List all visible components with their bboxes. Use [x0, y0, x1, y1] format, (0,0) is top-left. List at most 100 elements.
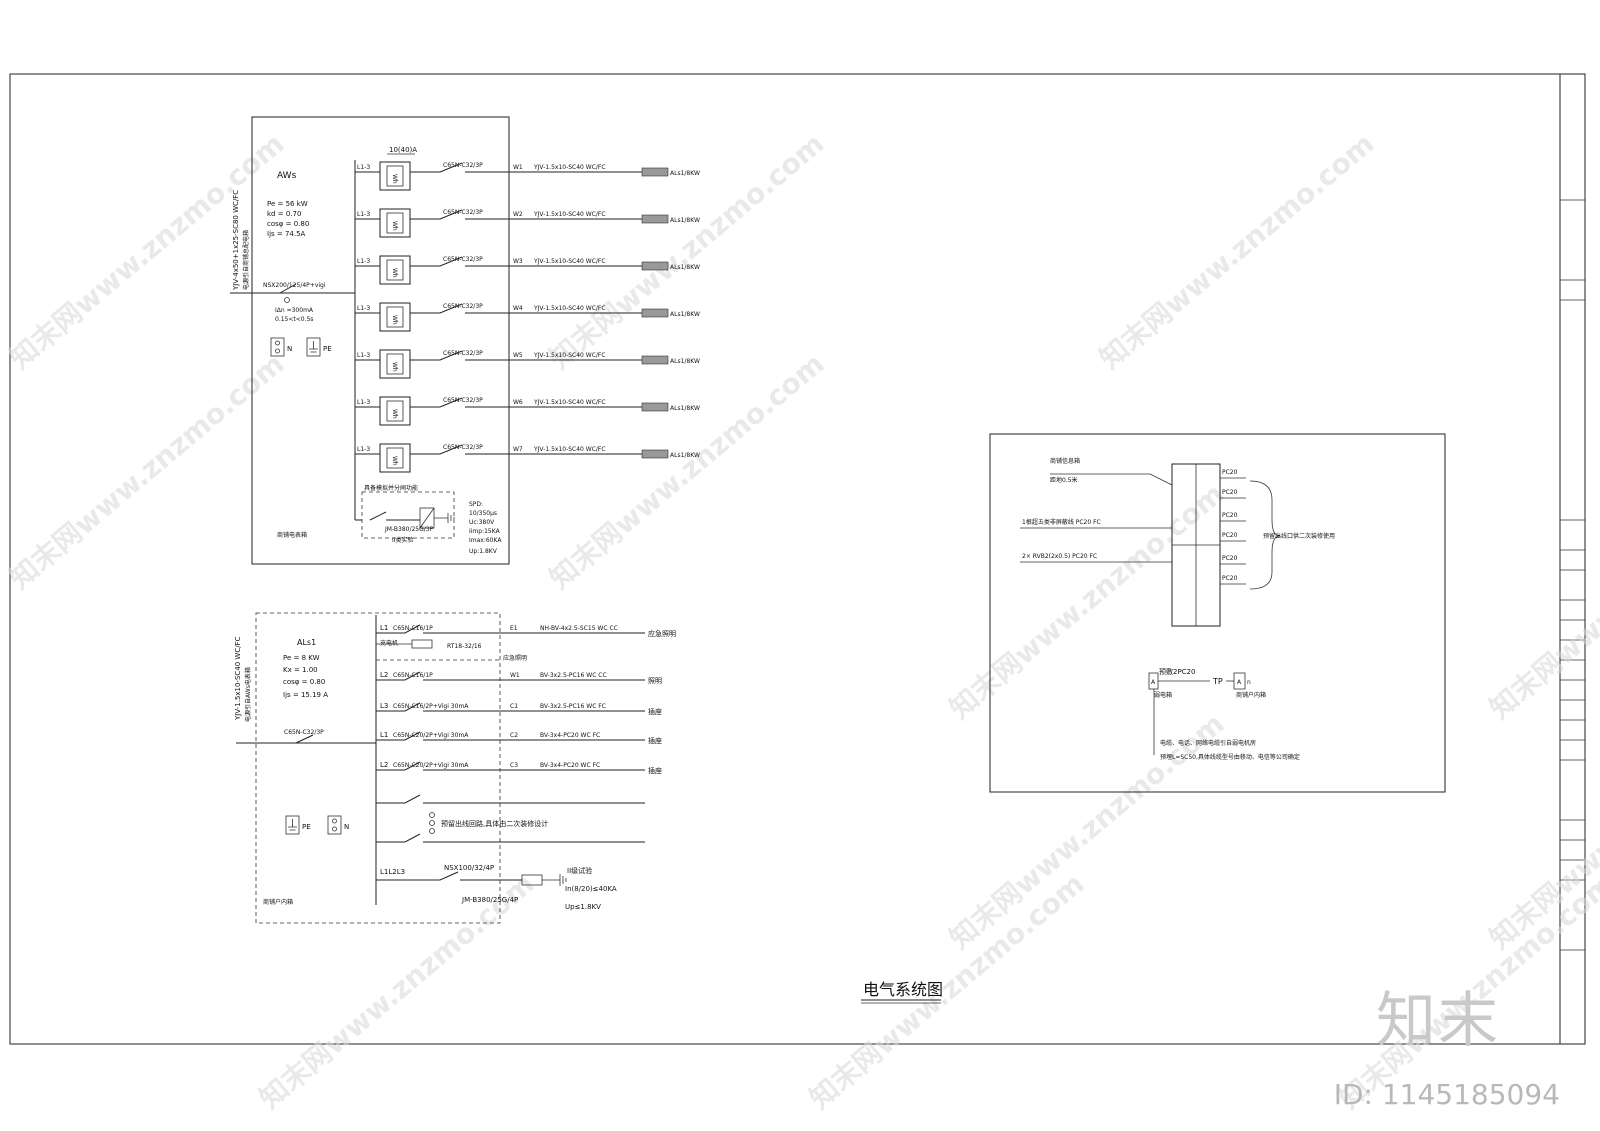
als1-circuit-id: C1	[510, 703, 518, 710]
aws-breaker: C65N-C32/3P	[443, 444, 483, 451]
panel-aws-param: Ijs = 74.5A	[267, 230, 306, 238]
aws-load-block	[641, 214, 669, 224]
brand-logo: 知末	[1376, 986, 1500, 1056]
aws-load-block	[641, 449, 669, 459]
als1-circuit-load: 照明	[648, 677, 662, 685]
aws-meter-label: Wh	[391, 221, 398, 231]
info-tag-right-text: A	[1237, 679, 1242, 686]
aws-circuit-phase: L1-3	[357, 352, 370, 359]
aws-kwh-meter	[379, 443, 411, 473]
aws-load-block	[641, 261, 669, 271]
als1-circuit-phase: L3	[380, 702, 388, 710]
als1-reserve-note: 预留出线回路,具体由二次装修设计	[441, 819, 548, 828]
aws-kwh-meter-inner	[386, 259, 404, 281]
aws-spd-spec: Up:1.8KV	[469, 548, 498, 555]
info-pc-label: PC20	[1222, 575, 1238, 582]
info-brace	[1249, 480, 1281, 590]
aws-spd-box	[361, 491, 455, 539]
info-left-caption: 弱电箱	[1154, 691, 1172, 699]
info-n-label: n	[1247, 679, 1251, 686]
image-id: ID: 1145185094	[1333, 1078, 1560, 1111]
als1-spd-breaker-symbol	[376, 871, 522, 881]
als1-circuit-cable: BV-3x2.5-PC16 WC CC	[540, 672, 607, 679]
panel-als1-param: cosφ = 0.80	[283, 678, 325, 686]
aws-circuit-id: W5	[513, 352, 523, 359]
aws-kwh-meter-inner	[386, 353, 404, 375]
watermark-text: 知末网www.znzmo.com	[943, 477, 1230, 725]
aws-n-label: N	[287, 345, 292, 353]
aws-kwh-meter-inner	[386, 212, 404, 234]
als1-breaker-symbol	[376, 731, 645, 741]
aws-kwh-meter	[379, 349, 411, 379]
als1-breaker-symbol	[376, 761, 645, 771]
info-note: 预埋L=SC50,具体线缆型号由移动、电信等公司确定	[1160, 753, 1300, 761]
als1-circuit-cable: BV-3x4-PC20 WC FC	[540, 732, 600, 739]
aws-pe-symbol	[309, 341, 318, 353]
info-note: 电缆、电话、网络电缆引自弱电机房	[1160, 739, 1256, 747]
als1-pe-label: PE	[302, 823, 311, 831]
aws-spd-class: II类实验	[392, 536, 414, 544]
aws-breaker-symbol	[410, 444, 645, 455]
watermark-text: 知末网www.znzmo.com	[803, 867, 1090, 1115]
watermark-text: 知末网www.znzmo.com	[253, 867, 540, 1115]
aws-meter-label: Wh	[391, 174, 398, 184]
aws-circuit-id: W4	[513, 305, 523, 312]
panel-als1-box	[255, 612, 501, 924]
aws-n-terminal	[270, 337, 285, 357]
info-tp: TP	[1212, 677, 1223, 686]
aws-kwh-meter	[379, 208, 411, 238]
watermark-text: 知末网www.znzmo.com	[1093, 127, 1380, 375]
panel-aws: AWs Pe = 56 kW kd = 0.70 cosφ = 0.80 Ijs…	[230, 116, 700, 565]
aws-circuit-phase: L1-3	[357, 258, 370, 265]
aws-kwh-meter-inner	[386, 306, 404, 328]
aws-circuit-phase: L1-3	[357, 446, 370, 453]
aws-load-block	[641, 402, 669, 412]
aws-meter-label: Wh	[391, 268, 398, 278]
panel-aws-name: AWs	[277, 171, 297, 181]
info-tag-right	[1233, 672, 1246, 690]
panel-als1-param: Kx = 1.00	[283, 666, 318, 674]
als1-reserve-1	[376, 794, 645, 804]
als1-spd-breaker: NSX100/32/4P	[444, 864, 494, 872]
aws-circuit-cable: YJV-1.5x10-SC40 WC/FC	[533, 305, 606, 312]
aws-circuit-id: W2	[513, 211, 523, 218]
aws-leakage-symbol	[284, 297, 290, 303]
panel-aws-box	[251, 116, 510, 565]
als1-circuit-load: 插座	[648, 707, 662, 716]
aws-breaker: C65N-C32/3P	[443, 256, 483, 263]
aws-circuit-id: W7	[513, 446, 523, 453]
info-reserve-note: 预留出线口供二次装修使用	[1263, 532, 1335, 540]
als1-reserve-dot	[429, 812, 435, 818]
aws-circuit-cable: YJV-1.5x10-SC40 WC/FC	[533, 211, 606, 218]
aws-kwh-meter	[379, 255, 411, 285]
als1-relay: RT18-32/16	[447, 643, 482, 650]
als1-main-breaker: C65N-C32/3P	[284, 729, 324, 736]
aws-breaker-symbol	[410, 256, 645, 267]
als1-spd-class: II级试验	[567, 866, 592, 875]
info-height-label: 距地0.5米	[1050, 476, 1078, 484]
aws-meter-label: Wh	[391, 456, 398, 466]
info-pc-label: PC20	[1222, 532, 1238, 539]
als1-pe-terminal	[285, 815, 300, 835]
aws-breaker-symbol	[410, 350, 645, 361]
info-conduit: 预敷2PC20	[1159, 667, 1195, 676]
info-source-line	[1050, 473, 1173, 486]
info-pc-label: PC20	[1222, 489, 1238, 496]
als1-spd-phase: L1L2L3	[380, 868, 405, 876]
aws-meter-label: Wh	[391, 315, 398, 325]
als1-breaker: C65N-C20/2P+Vigi 30mA	[393, 762, 469, 769]
als1-circuit-id: W1	[510, 672, 520, 679]
aws-kwh-meter-inner	[386, 400, 404, 422]
als1-n-dot	[332, 826, 337, 832]
aws-circuit-load: ALs1/8KW	[670, 217, 700, 224]
aws-spd-breaker-symbol	[369, 511, 420, 521]
